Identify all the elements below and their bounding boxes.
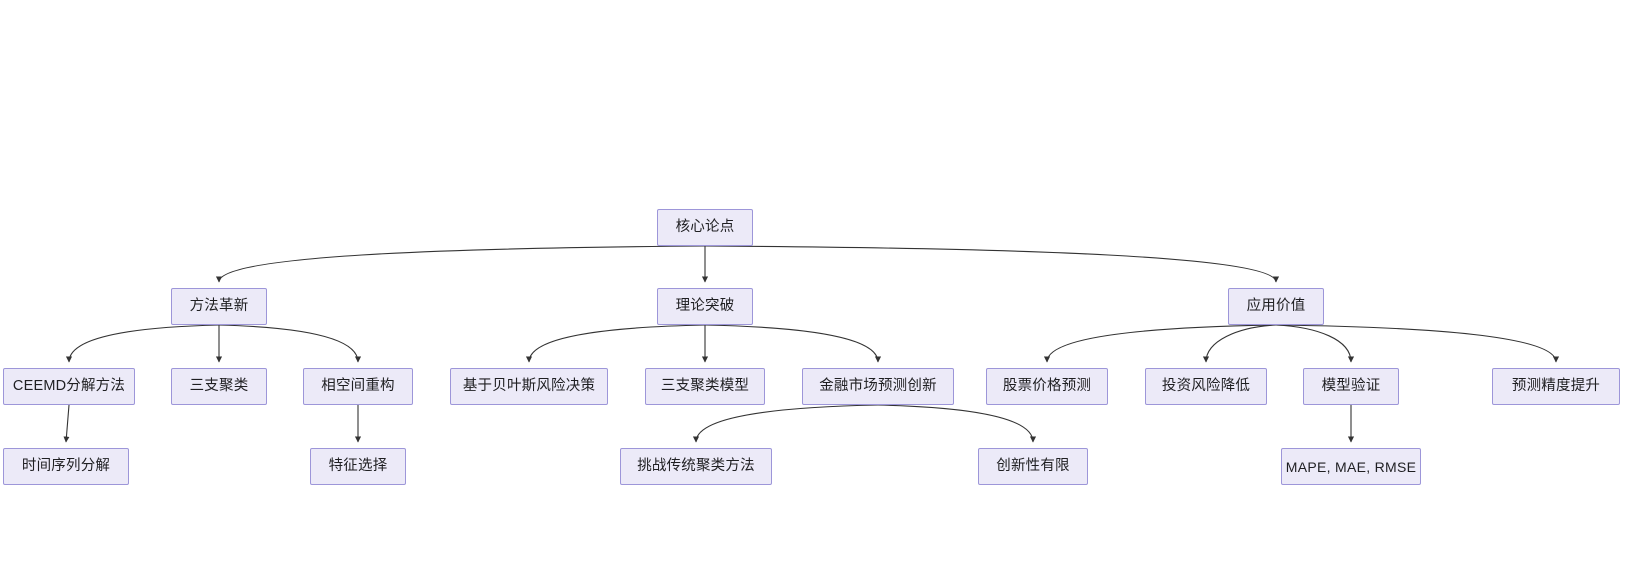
mindmap-edge-root-to-m3: [704, 245, 1279, 283]
mindmap-node-label: MAPE, MAE, RMSE: [1285, 458, 1417, 475]
mindmap-node-label: CEEMD分解方法: [12, 378, 126, 395]
mindmap-node-c6[interactable]: 金融市场预测创新: [802, 368, 954, 405]
mindmap-node-c4[interactable]: 基于贝叶斯风险决策: [450, 368, 608, 405]
mindmap-node-d3[interactable]: 挑战传统聚类方法: [620, 448, 772, 485]
mindmap-node-c5[interactable]: 三支聚类模型: [645, 368, 765, 405]
edge-paths: [63, 245, 1559, 443]
mindmap-edge-root-to-m1: [216, 245, 706, 283]
mindmap-node-c1[interactable]: CEEMD分解方法: [3, 368, 135, 405]
mindmap-edge-m3-to-c8: [1202, 324, 1277, 363]
mindmap-node-c7[interactable]: 股票价格预测: [986, 368, 1108, 405]
mindmap-node-label: 挑战传统聚类方法: [637, 458, 755, 475]
mindmap-node-label: 金融市场预测创新: [819, 378, 937, 395]
mindmap-node-label: 相空间重构: [321, 378, 395, 395]
mindmap-node-c2[interactable]: 三支聚类: [171, 368, 267, 405]
mindmap-node-label: 特征选择: [328, 458, 388, 475]
mindmap-node-label: 时间序列分解: [21, 458, 111, 475]
mindmap-node-c3[interactable]: 相空间重构: [303, 368, 413, 405]
mindmap-node-label: 三支聚类模型: [660, 378, 750, 395]
mindmap-node-label: 模型验证: [1321, 378, 1381, 395]
mindmap-node-root[interactable]: 核心论点: [657, 209, 753, 246]
mindmap-node-d4[interactable]: 创新性有限: [978, 448, 1088, 485]
mindmap-node-m3[interactable]: 应用价值: [1228, 288, 1324, 325]
mindmap-edge-c6-to-d3: [692, 404, 879, 443]
mindmap-node-c9[interactable]: 模型验证: [1303, 368, 1399, 405]
mindmap-edge-m3-to-c9: [1275, 324, 1355, 363]
mindmap-node-c10[interactable]: 预测精度提升: [1492, 368, 1620, 405]
mindmap-node-c8[interactable]: 投资风险降低: [1145, 368, 1267, 405]
mindmap-edge-m3-to-c10: [1275, 324, 1559, 363]
mindmap-node-label: 应用价值: [1246, 298, 1306, 315]
mindmap-node-label: 投资风险降低: [1161, 378, 1251, 395]
mindmap-edge-m1-to-c3: [218, 324, 362, 363]
mindmap-edge-m2-to-c6: [704, 324, 882, 363]
mindmap-node-m1[interactable]: 方法革新: [171, 288, 267, 325]
mindmap-node-m2[interactable]: 理论突破: [657, 288, 753, 325]
mindmap-edge-c6-to-d4: [877, 404, 1037, 443]
mindmap-edge-m1-to-c1: [65, 324, 220, 363]
mindmap-node-label: 基于贝叶斯风险决策: [462, 378, 596, 395]
mindmap-node-label: 三支聚类: [189, 378, 249, 395]
mindmap-node-d5[interactable]: MAPE, MAE, RMSE: [1281, 448, 1421, 485]
mindmap-node-label: 预测精度提升: [1511, 378, 1601, 395]
mindmap-edge-m3-to-c7: [1043, 324, 1277, 363]
mindmap-node-d1[interactable]: 时间序列分解: [3, 448, 129, 485]
mindmap-node-label: 创新性有限: [996, 458, 1070, 475]
mindmap-node-label: 股票价格预测: [1002, 378, 1092, 395]
mindmap-node-label: 核心论点: [675, 219, 735, 236]
mindmap-edge-m2-to-c4: [525, 324, 706, 363]
mindmap-node-label: 理论突破: [675, 298, 735, 315]
mindmap-node-d2[interactable]: 特征选择: [310, 448, 406, 485]
mindmap-node-label: 方法革新: [189, 298, 249, 315]
mindmap-edge-c1-to-d1: [63, 404, 70, 443]
